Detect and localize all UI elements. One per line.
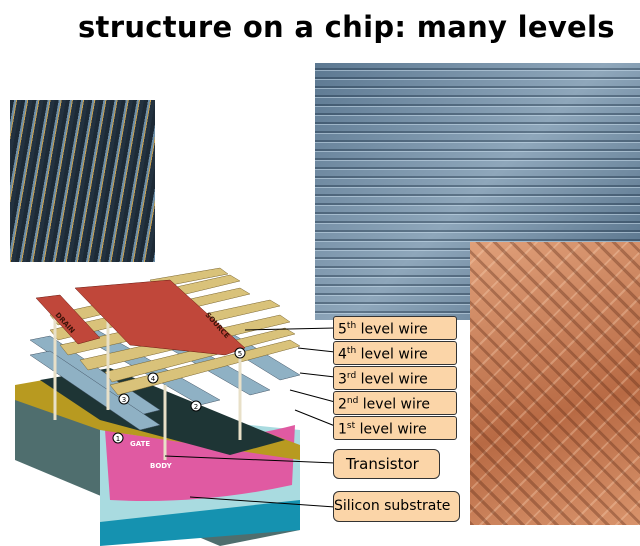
slide-title: structure on a chip: many levels <box>78 10 615 44</box>
svg-text:1: 1 <box>116 435 120 443</box>
drain-pad <box>35 294 101 345</box>
svg-text:2: 2 <box>194 403 198 411</box>
copper-interconnect-photo <box>470 242 640 525</box>
chip-wiring-photo <box>10 100 155 262</box>
gate-label: GATE <box>130 440 150 448</box>
callout-2nd-level-wire: 2nd level wire <box>333 391 457 415</box>
substrate-front-bottom <box>100 495 300 546</box>
svg-text:5: 5 <box>238 350 242 358</box>
callout-silicon-substrate: Silicon substrate <box>333 491 460 522</box>
level-markers: 1 2 3 4 5 <box>112 347 246 444</box>
callout-3rd-level-wire: 3rd level wire <box>333 366 457 390</box>
vias <box>53 300 242 460</box>
callout-4th-level-wire: 4th level wire <box>333 341 457 365</box>
callout-1st-level-wire: 1st level wire <box>333 416 457 440</box>
leader-lines <box>164 327 336 508</box>
chip-layer-diagram: DRAIN SOURCE GATE BODY 1 2 3 4 5 <box>15 267 336 546</box>
body-label: BODY <box>150 462 173 470</box>
svg-text:3: 3 <box>122 396 126 404</box>
callout-5th-level-wire: 5th level wire <box>333 316 457 340</box>
callout-transistor: Transistor <box>333 449 440 479</box>
svg-text:4: 4 <box>151 375 156 383</box>
